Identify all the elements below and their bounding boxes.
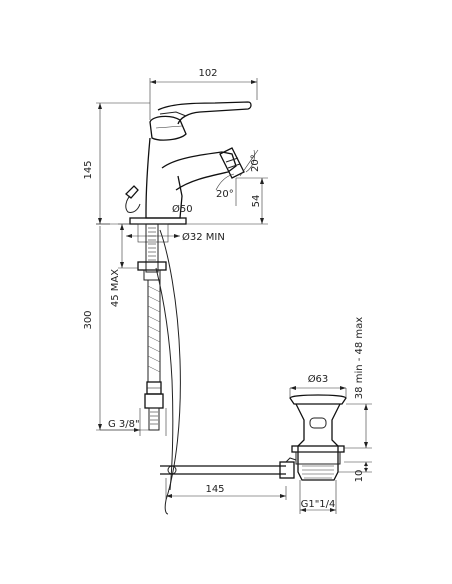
dimension-hose-length: 300 [83,223,150,431]
height-body-label: 145 [83,160,94,179]
angle-left-label: 20° [216,189,234,200]
dimension-drain-thread: G1"1/4 [299,480,337,514]
max-45-label: 45 MAX [110,269,121,307]
dimension-drain-horizontal: 145 [165,478,287,500]
dimension-base-diameter: Ø50 [172,203,193,215]
drain-horizontal-label: 145 [205,484,224,495]
dimension-inlet-thread: G 3/8" [100,408,167,436]
dimension-angles: 20° 20° [215,149,261,206]
inlet-thread-label: G 3/8" [108,419,140,430]
dimension-max-45: 45 MAX [110,223,146,307]
height-spout-label: 54 [251,195,262,208]
base-diameter-label: Ø50 [172,203,193,215]
dimension-height-spout: 54 [186,177,268,225]
hose-length-label: 300 [83,310,94,329]
drain-ten-label: 10 [354,470,365,483]
width-top-label: 102 [198,68,217,79]
hole-min-label: Ø32 MIN [182,231,225,243]
drain-assembly [279,394,347,481]
flex-hose [144,279,164,431]
drain-thread-label: G1"1/4 [301,499,336,510]
dimension-drain-diameter: Ø63 [289,373,347,398]
drain-range-label: 38 min - 48 max [354,317,365,399]
faucet-body [125,101,252,225]
dimension-width-top: 102 [149,68,258,120]
dimension-hole-min: Ø32 MIN [126,223,225,243]
dimension-drain-range: 38 min - 48 max [344,317,372,449]
angle-right-label: 20° [250,154,261,172]
popup-rod [155,229,286,515]
faucet-shank [137,223,167,281]
dimension-height-body: 145 [83,102,150,225]
dimension-drain-ten: 10 [338,461,372,483]
drain-diameter-label: Ø63 [308,373,329,385]
